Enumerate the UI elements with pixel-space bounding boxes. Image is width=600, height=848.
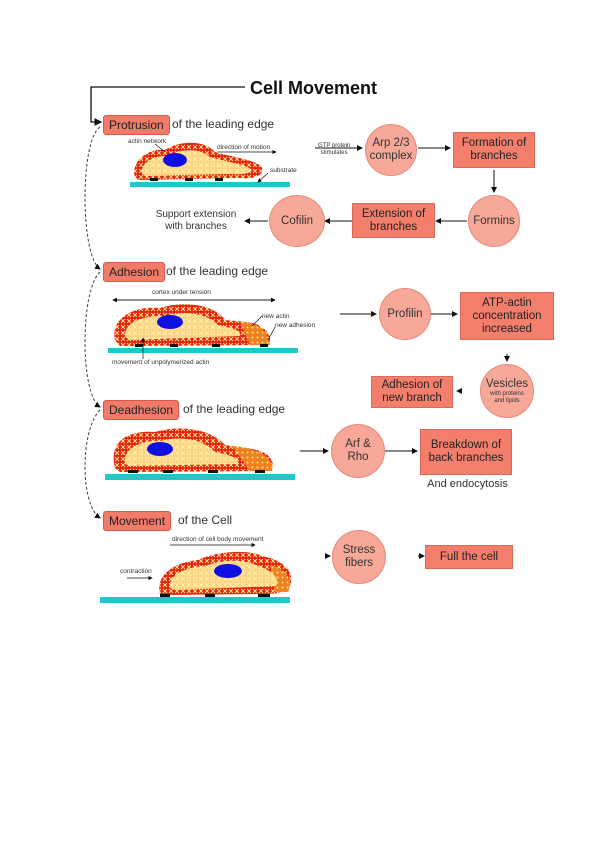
- stage-movement: Movement: [103, 511, 172, 531]
- title-bracket: [90, 86, 245, 126]
- diagram-title: Cell Movement: [250, 78, 378, 98]
- node-vesicles: Vesicles with proteins and lipids: [480, 364, 534, 418]
- note-support-extension: Support extension with branches: [155, 209, 237, 232]
- node-vesicles-sublabel: with proteins and lipids: [490, 390, 524, 404]
- node-arf-rho: Arf & Rho: [331, 424, 385, 478]
- movement-cell-illustration: [100, 542, 292, 603]
- substrate: [108, 348, 298, 353]
- node-profilin: Profilin: [379, 288, 431, 340]
- stage-deadhesion: Deadhesion: [103, 400, 180, 420]
- nucleus: [157, 315, 183, 329]
- substrate: [105, 474, 295, 480]
- node-breakdown-of-back-branches: Breakdown of back branches: [420, 429, 512, 475]
- node-arp-complex: Arp 2/3 complex: [365, 124, 417, 176]
- label-substrate: substrate: [270, 167, 297, 174]
- label-direction-of-cell-body: direction of cell body movement: [172, 536, 264, 543]
- node-formation-of-branches: Formation of branches: [453, 132, 535, 168]
- node-cofilin: Cofilin: [269, 195, 325, 247]
- stage-adhesion: Adhesion: [103, 262, 166, 282]
- nucleus: [163, 153, 187, 167]
- node-extension-of-branches: Extension of branches: [352, 203, 435, 238]
- stage-protrusion-suffix: of the leading edge: [172, 117, 275, 131]
- deadhesion-cell-illustration: [105, 428, 295, 480]
- label-cortex-under-tension: cortex under tension: [152, 289, 211, 296]
- node-stress-fibers-label: Stress fibers: [342, 544, 376, 569]
- stage-deadhesion-suffix: of the leading edge: [183, 402, 286, 416]
- nucleus: [214, 564, 242, 578]
- node-arf-rho-label: Arf & Rho: [345, 438, 371, 463]
- note-endocytosis: And endocytosis: [427, 478, 508, 490]
- label-gtp-protein: GTP protein stimulates: [318, 143, 351, 156]
- adhesion-cell-illustration: [108, 297, 298, 359]
- label-new-adhesion: new adhesion: [275, 322, 316, 329]
- substrate: [100, 597, 290, 603]
- label-contraction: contraction: [120, 568, 152, 575]
- substrate: [130, 182, 290, 187]
- node-pull-the-cell: Full the cell: [425, 545, 513, 569]
- stage-connector-3: [84, 409, 101, 519]
- node-arp-complex-label: Arp 2/3 complex: [369, 137, 413, 162]
- stage-adhesion-suffix: of the leading edge: [166, 264, 269, 278]
- label-actin-network: actin network: [128, 138, 167, 145]
- node-stress-fibers: Stress fibers: [332, 530, 386, 584]
- stage-protrusion: Protrusion: [103, 115, 170, 135]
- label-unpolymerized-actin: movement of unpolymerized actin: [112, 359, 210, 366]
- node-vesicles-label: Vesicles: [485, 377, 529, 390]
- stage-connector-1: [84, 126, 101, 270]
- label-direction-of-motion: direction of motion: [217, 144, 271, 151]
- node-atp-actin-concentration: ATP-actin concentration increased: [460, 292, 554, 340]
- nucleus: [147, 442, 173, 456]
- stage-movement-suffix: of the Cell: [178, 513, 233, 527]
- stage-connector-2: [84, 271, 101, 408]
- node-adhesion-of-new-branch: Adhesion of new branch: [371, 376, 453, 408]
- protrusion-cell-illustration: [130, 142, 290, 187]
- node-formins: Formins: [468, 195, 520, 247]
- label-new-actin: new actin: [262, 313, 290, 320]
